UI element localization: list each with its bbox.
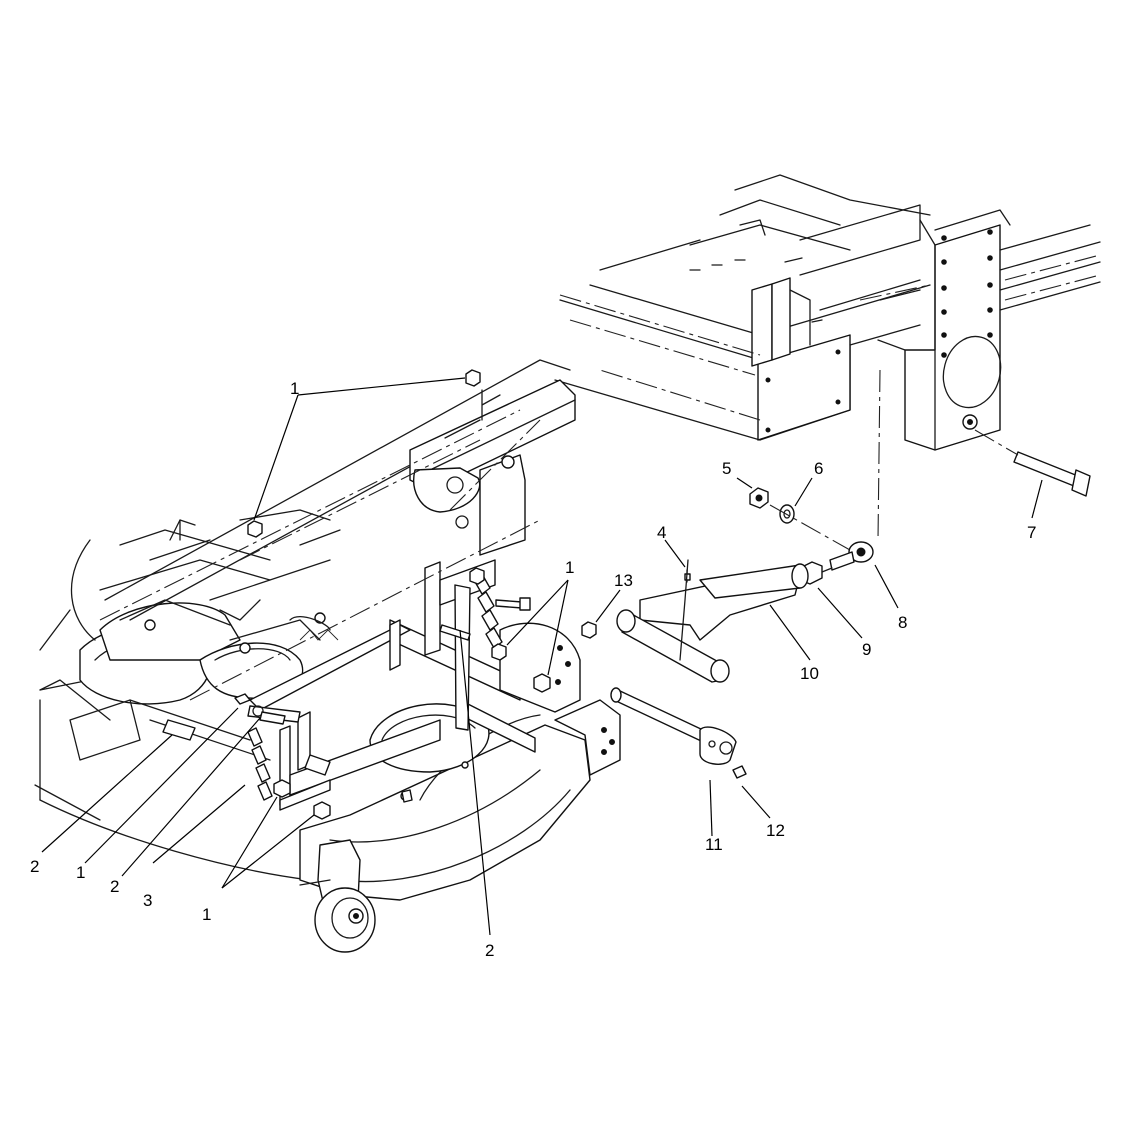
callout-1: 1 <box>290 379 299 398</box>
callout-2: 2 <box>30 857 39 876</box>
leader-lines <box>41 377 1043 936</box>
callout-3: 3 <box>143 891 152 910</box>
chain-left <box>247 727 273 801</box>
part-7-bolt <box>974 429 1091 497</box>
callout-11: 11 <box>705 835 723 854</box>
callout-1: 1 <box>565 558 574 577</box>
traction-unit-frame <box>554 174 1101 451</box>
callout-9: 9 <box>862 640 871 659</box>
callout-8: 8 <box>898 613 907 632</box>
callout-7: 7 <box>1027 523 1036 542</box>
hardware-nuts-bolts <box>234 369 597 820</box>
callout-2: 2 <box>110 877 119 896</box>
callout-5: 5 <box>722 459 731 478</box>
cutting-deck <box>34 509 621 953</box>
callout-1: 1 <box>202 905 211 924</box>
carrier-frame <box>99 359 576 701</box>
callout-13: 13 <box>614 571 633 590</box>
callout-4: 4 <box>657 523 666 542</box>
chain-right <box>473 573 503 649</box>
callout-2: 2 <box>485 941 494 960</box>
callout-labels: 1 1 1 1 2 2 2 3 4 5 6 7 8 9 10 11 12 13 <box>30 379 1036 960</box>
part-10-lift-arm <box>616 559 809 683</box>
callout-1: 1 <box>76 863 85 882</box>
callout-6: 6 <box>814 459 823 478</box>
callout-12: 12 <box>766 821 785 840</box>
callout-10: 10 <box>800 664 819 683</box>
deck-lift-frame <box>247 559 581 811</box>
part-11-12-pivot-shaft <box>610 687 747 779</box>
